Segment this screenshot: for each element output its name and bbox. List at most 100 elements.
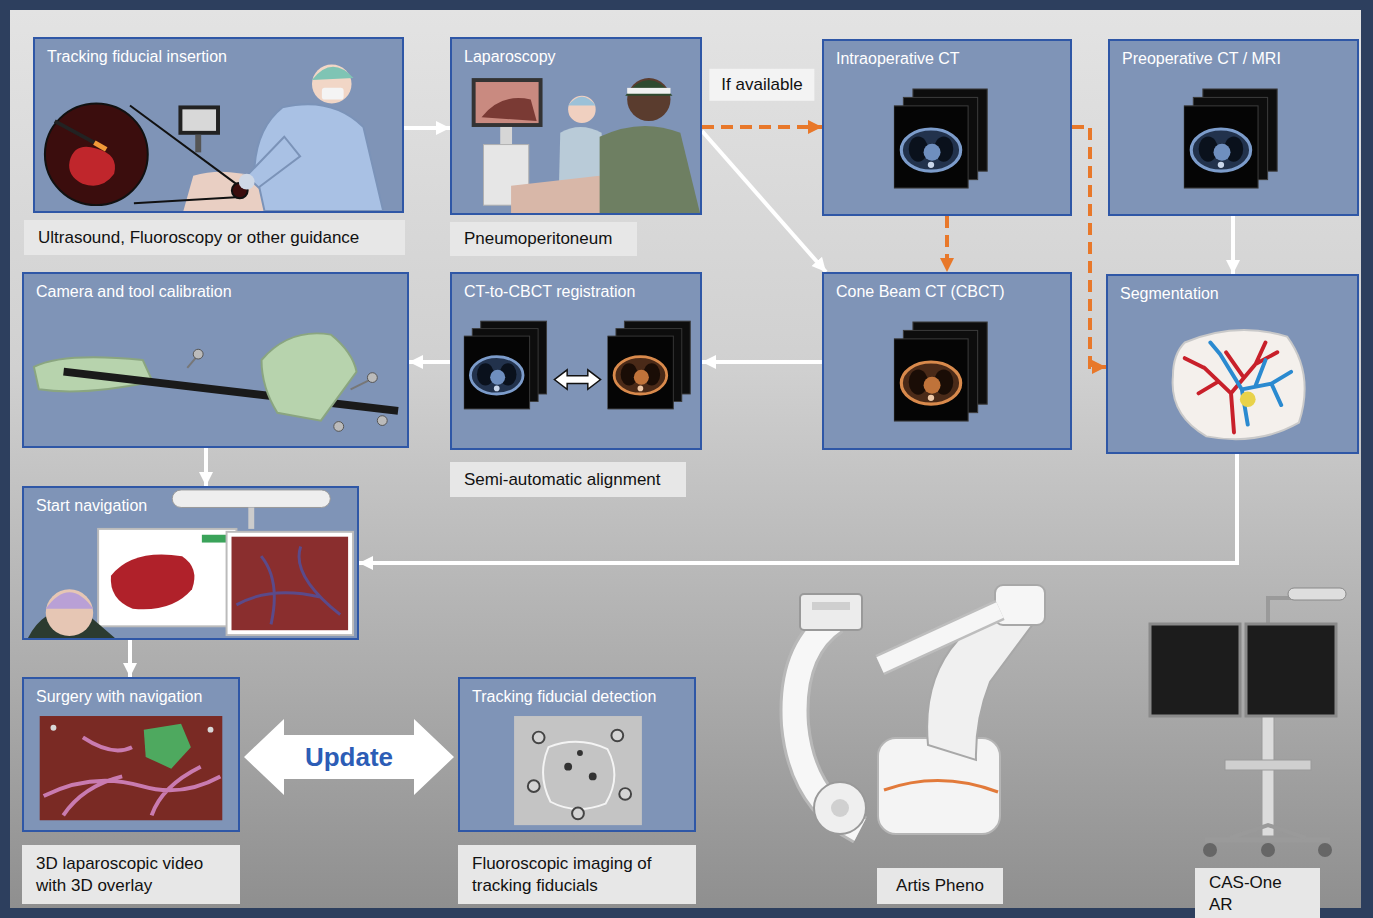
svg-path [312,67,354,80]
flow-arrow [702,125,822,129]
panel-title: Laparoscopy [452,39,568,70]
svg-line [94,143,106,150]
svg-line [55,121,95,143]
svg-rect [322,88,344,100]
svg-path [1230,825,1306,838]
svg-circle [1240,391,1256,407]
svg-path [46,592,93,609]
flow-arrow [409,360,450,364]
svg-polygon [554,370,600,390]
svg-path [1210,342,1291,424]
svg-path [69,147,115,186]
svg-path [1173,330,1305,439]
svg-use [464,321,547,409]
artis-pheno-drawing [795,585,1046,834]
svg-path [262,333,357,420]
svg-rect [172,490,330,508]
svg-circle [619,788,631,800]
svg-circle [831,799,849,817]
flow-arrow [404,126,450,130]
flow-arrow [359,454,1237,563]
svg-circle [814,782,866,834]
caption-box: Artis Pheno [877,868,1003,904]
flow-arrow [945,216,949,272]
svg-path [880,610,1000,665]
svg-use [607,321,690,409]
svg-circle [46,589,93,636]
caption-box: CAS-One AR [1195,868,1320,918]
svg-path [1185,342,1278,432]
svg-rect [98,529,236,626]
panel-title: Tracking fiducial insertion [35,39,239,70]
caption-text: 3D laparoscopic video with 3D overlay [36,853,226,896]
svg-circle [533,732,545,744]
svg-rect [514,716,642,825]
cbct-stack-illustration [824,274,1070,448]
process-panel: Start navigation [22,486,359,640]
svg-line [248,507,254,528]
process-panel: CT-to-CBCT registration [450,272,702,450]
flow-arrow [128,640,132,677]
svg-circle [1261,843,1275,857]
svg-circle [572,808,584,820]
process-panel: Intraoperative CT [822,39,1072,216]
svg-path [543,742,614,809]
svg-rect [1225,760,1311,770]
edge-label: If available [709,69,814,101]
process-panel: Laparoscopy [450,37,702,215]
svg-path [511,176,609,213]
panel-title: Tracking fiducial detection [460,679,668,710]
caption-text: Fluoroscopic imaging of tracking fiducia… [472,853,682,896]
process-panel: Tracking fiducial insertion [33,37,404,213]
svg-circle [367,373,377,383]
flow-arrow [1231,216,1235,274]
svg-circle [528,780,540,792]
svg-path [111,554,195,609]
svg-rect [1150,624,1240,716]
caption-box: 3D laparoscopic video with 3D overlay [22,845,240,904]
svg-rect [476,82,539,123]
svg-circle [334,422,344,432]
svg-circle [1318,843,1332,857]
process-panel: Preoperative CT / MRI [1108,39,1359,216]
svg-line [351,380,371,390]
caption-box: Semi-automatic alignment [450,462,686,497]
svg-path [884,780,998,792]
panel-title: Intraoperative CT [824,41,972,72]
panel-title: Segmentation [1108,276,1231,307]
process-panel: Surgery with navigation [22,677,240,832]
flow-arrow [702,131,826,272]
svg-circle [45,104,148,206]
svg-rect [627,88,670,94]
svg-use [894,89,987,188]
svg-circle [577,750,583,756]
svg-polygon [144,724,191,769]
svg-rect [1288,588,1346,600]
svg-rect [178,105,220,134]
svg-circle [564,763,572,771]
svg-rect [1246,624,1336,716]
caption-box: Fluoroscopic imaging of tracking fiducia… [458,845,696,904]
svg-rect [800,594,862,630]
laparoscopy-illustration [452,39,700,213]
svg-circle [51,725,57,731]
edge-label: Update [303,743,395,772]
svg-circle [568,96,596,123]
process-panel: Camera and tool calibration [22,272,409,448]
registration-illustration [452,274,700,448]
svg-path [482,98,537,121]
svg-circle [589,773,597,781]
update-double-arrow [244,719,454,795]
svg-rect [40,716,223,820]
panel-title: Camera and tool calibration [24,274,244,305]
svg-rect [472,78,543,127]
caption-box: Ultrasound, Fluoroscopy or other guidanc… [24,220,405,255]
svg-rect [227,532,353,635]
caption-text: Semi-automatic alignment [464,469,661,490]
panel-title: Cone Beam CT (CBCT) [824,274,1017,305]
svg-circle [611,730,623,742]
process-panel: Tracking fiducial detection [458,677,696,832]
svg-circle [239,174,255,190]
panel-title: Start navigation [24,488,159,519]
